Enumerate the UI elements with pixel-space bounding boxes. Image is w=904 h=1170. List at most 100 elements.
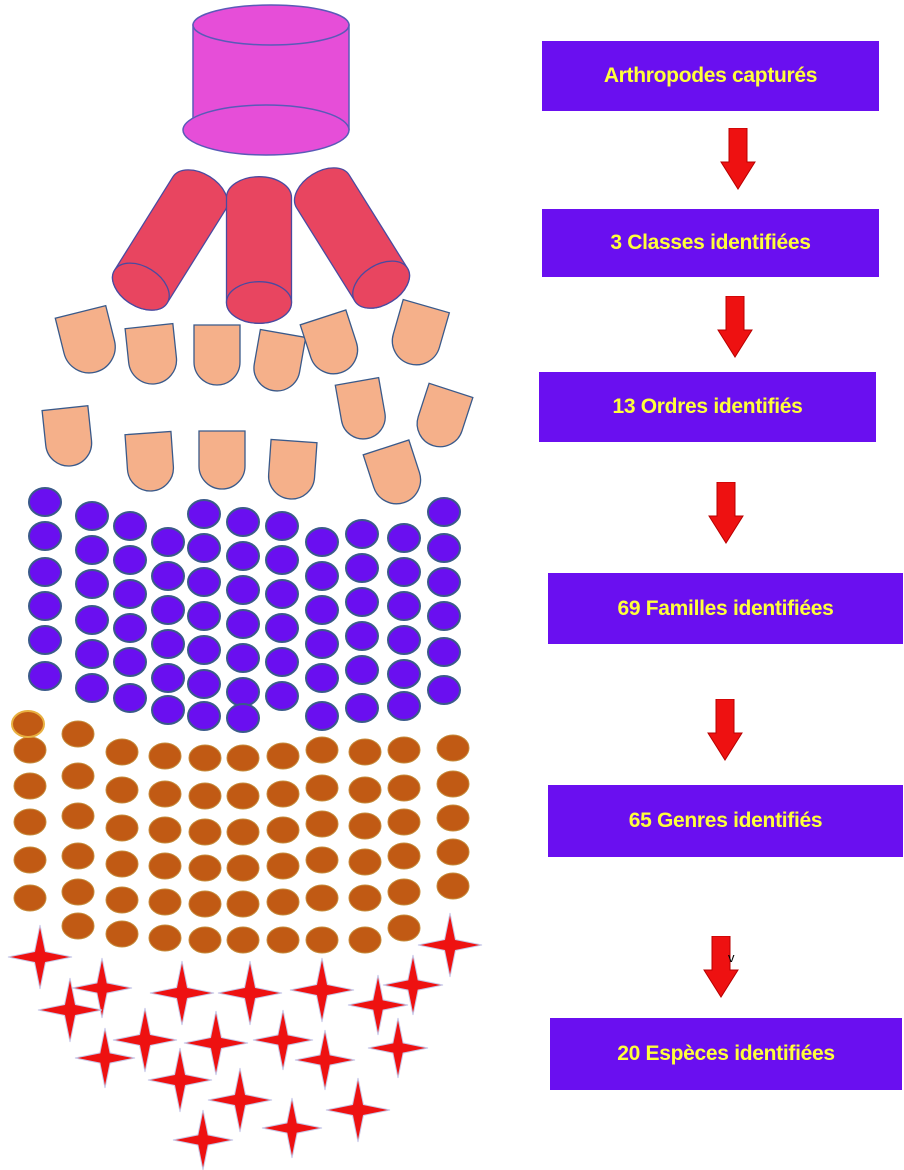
step-box-families: 69 Familles identifiées [548, 573, 903, 644]
step-box-classes: 3 Classes identifiées [542, 209, 879, 277]
finger-shape [125, 324, 179, 387]
purple-dot [346, 588, 378, 616]
brown-dot [267, 853, 299, 879]
purple-dot [306, 702, 338, 730]
purple-dot [428, 638, 460, 666]
purple-dot [114, 580, 146, 608]
tube-left [104, 160, 236, 320]
brown-dot [14, 885, 46, 911]
brown-dot [437, 839, 469, 865]
purple-dot [227, 508, 259, 536]
purple-dot [76, 536, 108, 564]
brown-dot [14, 809, 46, 835]
purple-dot [152, 696, 184, 724]
brown-dot [388, 809, 420, 835]
brown-dot [149, 925, 181, 951]
red-star [418, 913, 482, 977]
brown-dot [106, 887, 138, 913]
brown-dot [306, 775, 338, 801]
purple-dot [76, 502, 108, 530]
purple-dot [188, 636, 220, 664]
purple-dot [29, 558, 61, 586]
brown-dot [349, 885, 381, 911]
purple-dot [306, 664, 338, 692]
red-star [184, 1011, 248, 1075]
step-label-captured: Arthropodes capturés [604, 64, 817, 88]
purple-dot [114, 614, 146, 642]
finger-shape [55, 306, 120, 379]
purple-dot [388, 626, 420, 654]
brown-dot [306, 811, 338, 837]
brown-dot [267, 781, 299, 807]
brown-dot [227, 783, 259, 809]
step-label-species: 20 Espèces identifiées [617, 1042, 835, 1066]
down-arrow-icon [703, 936, 739, 998]
purple-dot [388, 692, 420, 720]
brown-dot [149, 853, 181, 879]
down-arrow-icon [720, 128, 756, 190]
purple-dot [388, 660, 420, 688]
purple-dot [29, 592, 61, 620]
finger-shape [363, 440, 427, 510]
purple-dot [346, 694, 378, 722]
red-star [262, 1098, 322, 1158]
brown-dot [62, 803, 94, 829]
finger-shape [267, 439, 317, 500]
purple-dot [29, 662, 61, 690]
step-label-classes: 3 Classes identifiées [610, 231, 810, 255]
down-arrow-icon [717, 296, 753, 358]
down-arrow-icon [708, 482, 744, 544]
brown-dot [349, 739, 381, 765]
step-box-genera: 65 Genres identifiés [548, 785, 903, 857]
purple-dot [388, 592, 420, 620]
brown-dot [189, 855, 221, 881]
down-arrow-icon [707, 699, 743, 761]
purple-dot [114, 546, 146, 574]
purple-dot [266, 614, 298, 642]
purple-dot [76, 606, 108, 634]
brown-dot [349, 813, 381, 839]
purple-dot [188, 670, 220, 698]
step-label-orders: 13 Ordres identifiés [612, 395, 802, 419]
purple-dot [306, 630, 338, 658]
brown-dot [227, 891, 259, 917]
brown-dot [227, 819, 259, 845]
brown-dot [227, 927, 259, 953]
step-label-genera: 65 Genres identifiés [629, 809, 823, 833]
purple-dot [76, 570, 108, 598]
brown-dot [62, 843, 94, 869]
brown-dot [349, 849, 381, 875]
brown-dot [189, 819, 221, 845]
purple-dot [388, 558, 420, 586]
brown-dot [106, 815, 138, 841]
brown-dot [14, 773, 46, 799]
purple-dot [306, 528, 338, 556]
container-cylinder-bottom [183, 105, 349, 155]
purple-dot [188, 534, 220, 562]
brown-dot [189, 927, 221, 953]
purple-dot [266, 648, 298, 676]
red-star [113, 1008, 177, 1072]
red-star [290, 958, 354, 1022]
purple-dot [227, 704, 259, 732]
step-box-species: 20 Espèces identifiées [550, 1018, 902, 1090]
purple-dot [29, 488, 61, 516]
purple-dot [266, 546, 298, 574]
purple-dot [428, 602, 460, 630]
red-star [150, 961, 214, 1025]
purple-dot [428, 568, 460, 596]
red-star [8, 925, 72, 989]
red-star [218, 961, 282, 1025]
finger-shape [250, 329, 305, 394]
purple-dot [188, 602, 220, 630]
red-star [326, 1078, 390, 1142]
purple-dot [152, 596, 184, 624]
container-cylinder-top [193, 5, 349, 45]
finger-shape [411, 383, 473, 452]
brown-dot [349, 927, 381, 953]
step-box-orders: 13 Ordres identifiés [539, 372, 876, 442]
red-star [148, 1048, 212, 1112]
tube-middle [227, 177, 292, 324]
brown-dot [189, 783, 221, 809]
purple-dot [114, 684, 146, 712]
